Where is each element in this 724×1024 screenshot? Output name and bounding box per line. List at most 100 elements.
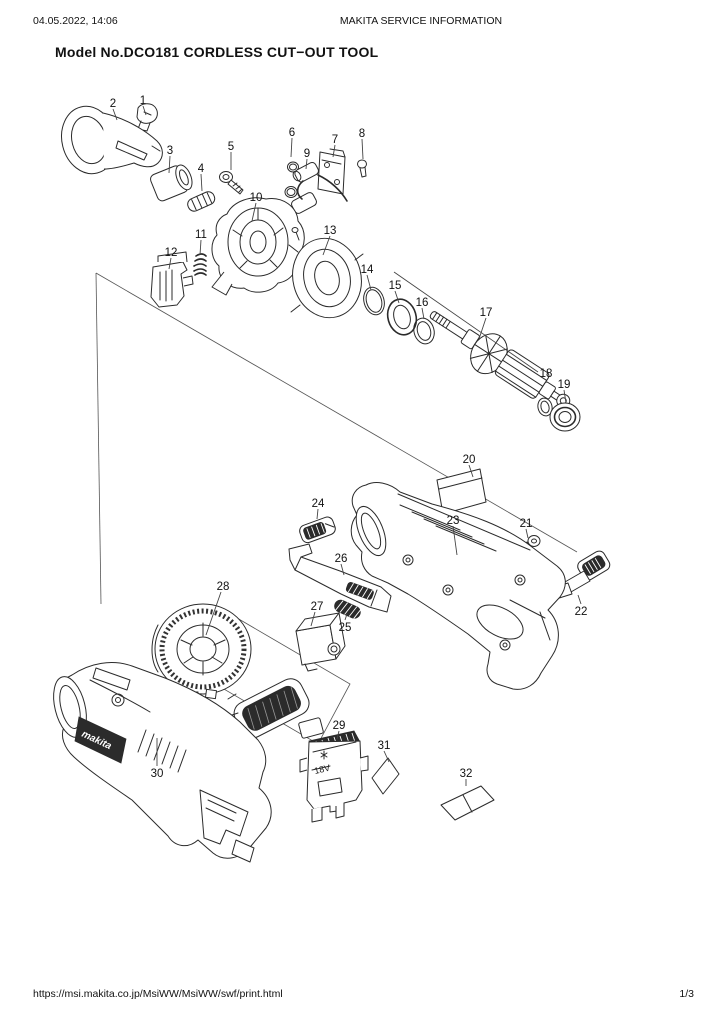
part-14-drawing <box>363 286 385 316</box>
callout-number-18: 18 <box>540 368 553 380</box>
part-6-drawing <box>284 161 299 198</box>
print-datetime: 04.05.2022, 14:06 <box>33 15 118 27</box>
callout-number-11: 11 <box>195 229 207 241</box>
callout-leader-20 <box>468 464 474 478</box>
callout-leader-29 <box>336 730 340 740</box>
part-24-drawing <box>299 516 336 544</box>
part-23-drawing <box>350 482 566 690</box>
callout-number-10: 10 <box>250 192 263 204</box>
callout-number-26: 26 <box>335 553 348 565</box>
callout-leader-1 <box>142 105 147 116</box>
part-15-drawing <box>386 298 418 336</box>
callout-number-17: 17 <box>480 307 493 319</box>
callout-number-6: 6 <box>289 127 295 139</box>
callout-number-20: 20 <box>463 454 476 466</box>
part-19-drawing <box>549 402 581 432</box>
callout-leader-21 <box>525 528 529 539</box>
callout-leader-25 <box>344 613 348 621</box>
callout-number-32: 32 <box>460 768 473 780</box>
callout-leader-7 <box>332 144 336 158</box>
callout-number-23: 23 <box>447 515 460 527</box>
part-18-drawing <box>537 397 553 417</box>
callout-number-8: 8 <box>359 128 365 140</box>
part-30-drawing: makita <box>53 662 272 863</box>
callout-leader-4 <box>200 173 203 192</box>
callout-number-7: 7 <box>332 134 338 146</box>
callout-number-27: 27 <box>311 601 324 613</box>
callout-number-5: 5 <box>228 141 234 153</box>
part-26-drawing <box>288 543 392 613</box>
part-27-drawing <box>295 612 346 672</box>
battery-voltage-label: 18V <box>313 763 331 776</box>
callout-number-15: 15 <box>389 280 402 292</box>
callout-leader-11 <box>199 239 202 256</box>
callout-leader-27 <box>310 611 316 627</box>
part-16-drawing <box>413 317 435 345</box>
callout-number-19: 19 <box>558 379 571 391</box>
part-4-drawing <box>187 191 216 212</box>
callout-leader-8 <box>361 138 364 160</box>
part-2-drawing <box>61 105 163 175</box>
callout-leader-6 <box>290 137 293 158</box>
callout-leader-2 <box>112 108 118 121</box>
callout-number-31: 31 <box>378 740 391 752</box>
part-1-drawing <box>136 103 158 132</box>
part-11-drawing <box>193 253 207 276</box>
callout-leader-28 <box>205 591 222 636</box>
callout-number-9: 9 <box>304 148 310 160</box>
part-28-drawing <box>151 603 252 701</box>
part-3-drawing <box>150 164 193 202</box>
part-20-drawing <box>436 468 487 515</box>
model-title: Model No.DCO181 CORDLESS CUT−OUT TOOL <box>55 44 379 60</box>
callout-number-22: 22 <box>575 606 588 618</box>
callout-number-13: 13 <box>324 225 337 237</box>
callout-number-16: 16 <box>416 297 429 309</box>
part-10-drawing <box>211 197 305 296</box>
callout-leader-13 <box>322 235 331 256</box>
part-8-drawing <box>357 159 367 178</box>
callout-leader-15 <box>394 290 400 304</box>
callout-leader-26 <box>340 563 345 576</box>
callout-number-30: 30 <box>151 768 164 780</box>
page-header-title: MAKITA SERVICE INFORMATION <box>339 15 503 27</box>
callout-number-1: 1 <box>140 95 146 107</box>
callout-number-28: 28 <box>217 581 230 593</box>
part-25-drawing <box>334 599 362 619</box>
callout-leader-14 <box>366 274 372 291</box>
part-9-drawing <box>291 161 348 214</box>
callout-leader-22 <box>577 594 582 605</box>
callout-number-29: 29 <box>333 720 346 732</box>
callout-leader-9 <box>305 158 308 170</box>
callout-number-2: 2 <box>110 98 116 110</box>
callout-leader-24 <box>316 508 319 520</box>
callout-leader-17 <box>478 317 487 340</box>
callout-number-12: 12 <box>165 247 178 259</box>
callout-leader-31 <box>383 750 390 763</box>
callout-leader-10 <box>251 202 257 222</box>
part-31-drawing <box>371 757 400 795</box>
footer-page-indicator: 1/3 <box>679 988 694 1000</box>
callout-number-14: 14 <box>361 264 374 276</box>
callout-leader-18 <box>393 271 539 373</box>
group-line-vertical <box>95 272 102 605</box>
callout-number-21: 21 <box>520 518 533 530</box>
callout-leader-16 <box>421 307 425 320</box>
part-12-drawing <box>150 251 194 308</box>
callout-leader-3 <box>168 155 171 174</box>
part-29-drawing: 18V <box>299 730 369 823</box>
footer-url: https://msi.makita.co.jp/MsiWW/MsiWW/swf… <box>33 988 283 1000</box>
part-13-drawing <box>288 227 364 319</box>
part-17-drawing <box>429 311 571 408</box>
callout-leader-23 <box>452 525 458 556</box>
callout-number-4: 4 <box>198 163 205 175</box>
group-line-diagonal <box>95 272 578 553</box>
part-7-drawing <box>317 148 346 195</box>
callout-number-25: 25 <box>339 622 352 634</box>
part-32-drawing <box>440 785 495 821</box>
callout-leader-12 <box>168 257 172 270</box>
part-5-drawing <box>219 171 244 195</box>
callout-leader-19 <box>563 389 567 404</box>
